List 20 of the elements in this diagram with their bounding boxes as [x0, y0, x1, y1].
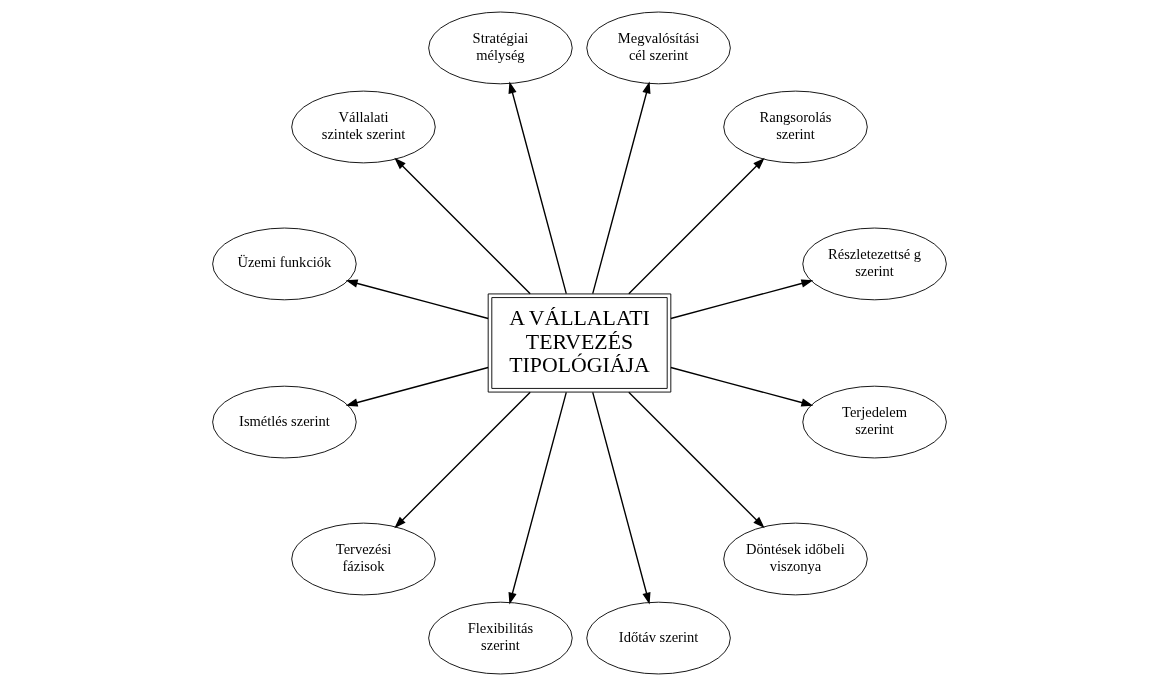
- node-ellipse: Időtáv szerint: [585, 601, 731, 675]
- node-ellipse: Stratégiai mélység: [427, 11, 573, 85]
- arrow: [591, 81, 650, 295]
- arrow: [393, 157, 531, 295]
- arrow: [345, 366, 489, 407]
- arrow: [393, 391, 531, 529]
- arrow: [627, 391, 765, 529]
- node-ellipse: Tervezési fázisok: [290, 522, 436, 596]
- arrow: [345, 279, 489, 320]
- node-ellipse: Vállalati szintek szerint: [290, 90, 436, 164]
- node-ellipse: Rangsorolás szerint: [722, 90, 868, 164]
- arrow: [669, 279, 813, 320]
- node-ellipse: Döntések időbeli viszonya: [722, 522, 868, 596]
- arrow: [669, 366, 813, 407]
- node-ellipse: Megvalósítási cél szerint: [585, 11, 731, 85]
- arrow: [627, 157, 765, 295]
- arrow: [508, 81, 567, 295]
- node-ellipse: Flexibilitás szerint: [427, 601, 573, 675]
- arrow: [508, 391, 567, 605]
- arrow: [591, 391, 650, 605]
